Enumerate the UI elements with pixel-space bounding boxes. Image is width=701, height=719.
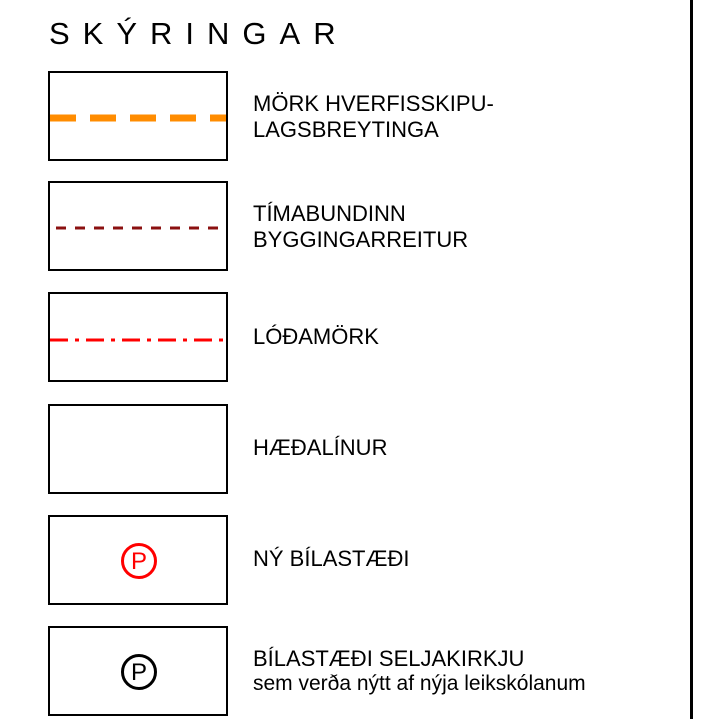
legend-label-line: BÍLASTÆÐI SELJAKIRKJU [253, 646, 525, 671]
legend-label-5: NÝ BÍLASTÆÐI [253, 546, 409, 572]
darkred-dotted-line-icon [56, 226, 220, 230]
parking-glyph: P [130, 548, 147, 575]
legend-title: SKÝRINGAR [49, 16, 349, 51]
legend-symbol-box-3 [48, 292, 228, 382]
legend-symbol-box-4 [48, 404, 228, 494]
legend-label-line: LAGSBREYTINGA [253, 117, 439, 142]
legend-label-6: BÍLASTÆÐI SELJAKIRKJU sem verða nýtt af … [253, 646, 586, 696]
red-dash-dot-line-icon [50, 338, 226, 342]
legend-label-1: MÖRK HVERFISSKIPU- LAGSBREYTINGA [253, 91, 494, 143]
legend-label-line: NÝ BÍLASTÆÐI [253, 546, 410, 571]
parking-circle-icon: P [121, 543, 157, 579]
orange-dashed-line-icon [50, 114, 226, 122]
legend-symbol-box-2 [48, 181, 228, 271]
legend-label-line: LÓÐAMÖRK [253, 324, 379, 349]
legend-symbol-box-1 [48, 71, 228, 161]
legend-label-line: sem verða nýtt af nýja leikskólanum [253, 672, 586, 695]
legend-label-3: LÓÐAMÖRK [253, 324, 379, 350]
legend-label-line: MÖRK HVERFISSKIPU- [253, 91, 494, 116]
legend-label-line: HÆÐALÍNUR [253, 435, 388, 460]
legend-symbol-box-5: P [48, 515, 228, 605]
parking-glyph: P [130, 659, 147, 686]
legend-label-2: TÍMABUNDINN BYGGINGARREITUR [253, 201, 468, 253]
legend-label-line: TÍMABUNDINN [253, 201, 406, 226]
frame-right-border [690, 0, 693, 719]
parking-circle-icon: P [121, 654, 157, 690]
legend-label-line: BYGGINGARREITUR [253, 227, 469, 252]
legend-symbol-box-6: P [48, 626, 228, 716]
legend-label-4: HÆÐALÍNUR [253, 435, 387, 461]
